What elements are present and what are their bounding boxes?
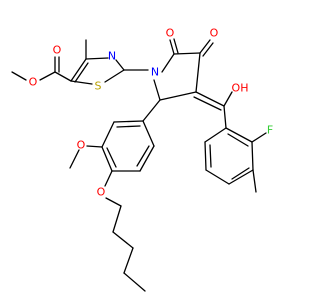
bond: [161, 53, 175, 73]
bond: [223, 105, 227, 129]
hydroxyl-group: OH: [232, 82, 249, 95]
bond: [223, 91, 233, 107]
bond: [169, 39, 175, 55]
fluorine-atom: F: [267, 124, 273, 137]
bond: [70, 58, 87, 82]
ester-carbonyl-oxygen: O: [53, 44, 62, 57]
bond: [193, 96, 222, 111]
bond: [159, 91, 197, 101]
bond: [104, 69, 125, 83]
bond: [123, 272, 146, 292]
bond: [251, 141, 254, 171]
atom-labels: O O N S N O O OH O O F: [29, 27, 274, 199]
thiazole-sulfur: S: [95, 80, 102, 93]
bond: [205, 169, 230, 185]
ketone-oxygen-left: O: [166, 27, 175, 40]
bond: [136, 145, 150, 167]
ester-methoxy-oxygen: O: [29, 76, 38, 89]
bond: [85, 57, 109, 60]
bond: [199, 39, 211, 54]
bond: [173, 52, 201, 55]
bond: [231, 167, 250, 180]
bond: [225, 127, 253, 143]
bond: [116, 125, 141, 128]
bond: [202, 42, 214, 57]
aryl-methoxy-oxygen: O: [77, 139, 86, 152]
molecule-structure: O O N S N O O OH O O F: [11, 27, 274, 292]
bond: [101, 146, 113, 172]
bond: [195, 91, 225, 107]
bond: [86, 145, 103, 148]
bond: [139, 145, 155, 172]
pyrrolidine-nitrogen: N: [151, 66, 159, 79]
bond: [70, 80, 93, 85]
bond: [105, 197, 122, 207]
bond: [173, 38, 179, 54]
bond: [113, 120, 144, 123]
bond: [251, 132, 267, 143]
bond: [228, 169, 254, 185]
bond: [112, 205, 122, 233]
bond: [106, 147, 117, 168]
bond: [112, 231, 134, 249]
bond: [39, 71, 56, 81]
ketone-oxygen-right: O: [210, 27, 219, 40]
bond: [227, 133, 249, 147]
bond: [142, 99, 161, 122]
thiazole-nitrogen: N: [108, 50, 116, 63]
bond: [69, 149, 80, 169]
bond: [204, 141, 207, 171]
bond: [74, 62, 89, 83]
bond: [252, 169, 257, 193]
bond: [11, 71, 27, 81]
bond: [209, 144, 212, 168]
bond: [153, 79, 161, 101]
bond: [101, 121, 115, 148]
bond: [115, 59, 125, 71]
bond: [142, 120, 155, 147]
bond: [123, 247, 134, 274]
bond: [204, 127, 227, 143]
bond: [104, 170, 113, 187]
bonds: [11, 38, 267, 292]
bond: [195, 52, 201, 93]
bond: [54, 71, 72, 82]
pentyloxy-oxygen: O: [97, 186, 106, 199]
